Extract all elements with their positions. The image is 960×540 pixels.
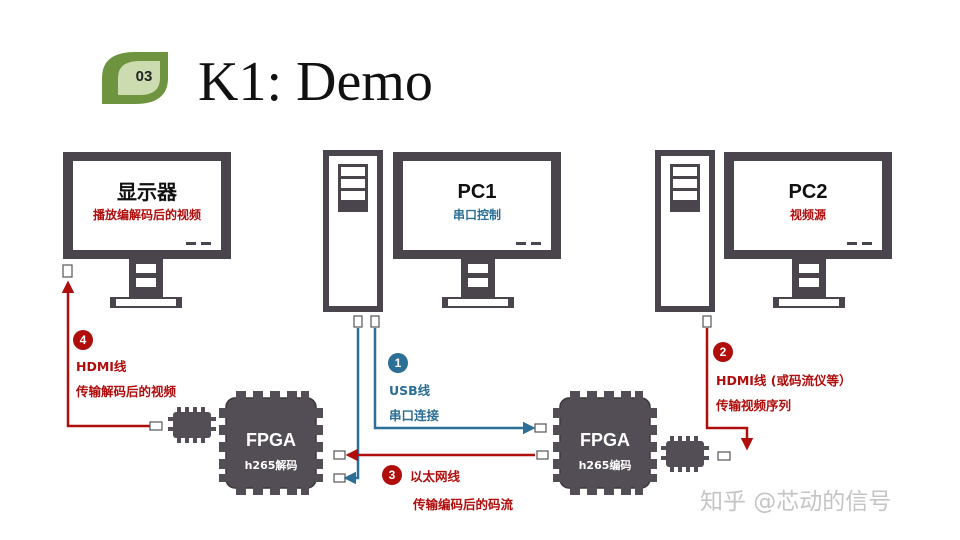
- connection-4-cable: HDMI线: [76, 359, 127, 374]
- usb-cable-pc1-to-encoder: [333, 315, 547, 485]
- connection-1-purpose: 串口连接: [389, 408, 440, 423]
- decoder-fpga-function: h265解码: [244, 459, 298, 472]
- slide-title: K1: Demo: [198, 51, 433, 113]
- pc2-monitor: [724, 152, 892, 308]
- connection-3-purpose: 传输编码后的码流: [413, 497, 514, 512]
- pc1-tower: [323, 150, 383, 312]
- hdmi-cable-pc2-to-encoder: [702, 315, 754, 461]
- pc2-subtitle: 视频源: [789, 208, 826, 222]
- connection-2-cable: HDMI线 (或码流仪等）: [716, 373, 852, 388]
- pc1-subtitle: 串口控制: [452, 208, 501, 222]
- encoder-fpga-label: FPGA: [579, 430, 630, 450]
- pc1-monitor: [393, 152, 561, 308]
- connection-3-badge: 3: [382, 465, 402, 485]
- connection-2-purpose: 传输视频序列: [716, 398, 792, 413]
- section-number: 03: [135, 68, 153, 85]
- section-badge: [102, 52, 168, 104]
- ethernet-cable-encoder-to-decoder: [333, 448, 549, 462]
- connection-2-badge: 2: [713, 342, 733, 362]
- connection-4-badge: 4: [73, 330, 93, 350]
- watermark: 知乎 @芯动的信号: [700, 489, 892, 515]
- fpga-encoder-chip: [553, 391, 657, 495]
- connection-3-cable: 以太网线: [410, 469, 461, 484]
- hdmi-cable-to-display: [61, 264, 163, 431]
- display-title: 显示器: [117, 182, 177, 204]
- pc2-tower: [655, 150, 715, 312]
- pc2-title: PC2: [788, 181, 828, 203]
- decoder-hdmi-module: [168, 407, 216, 443]
- display-monitor: [63, 152, 231, 308]
- decoder-fpga-label: FPGA: [245, 430, 296, 450]
- fpga-decoder-chip: [219, 391, 323, 495]
- connection-1-cable: USB线: [389, 383, 431, 398]
- connection-4-purpose: 传输解码后的视频: [76, 384, 177, 399]
- display-subtitle: 播放编解码后的视频: [92, 208, 201, 222]
- encoder-fpga-function: h265编码: [578, 459, 632, 472]
- connection-1-badge: 1: [388, 353, 408, 373]
- encoder-hdmi-module: [661, 436, 709, 472]
- pc1-title: PC1: [457, 181, 497, 203]
